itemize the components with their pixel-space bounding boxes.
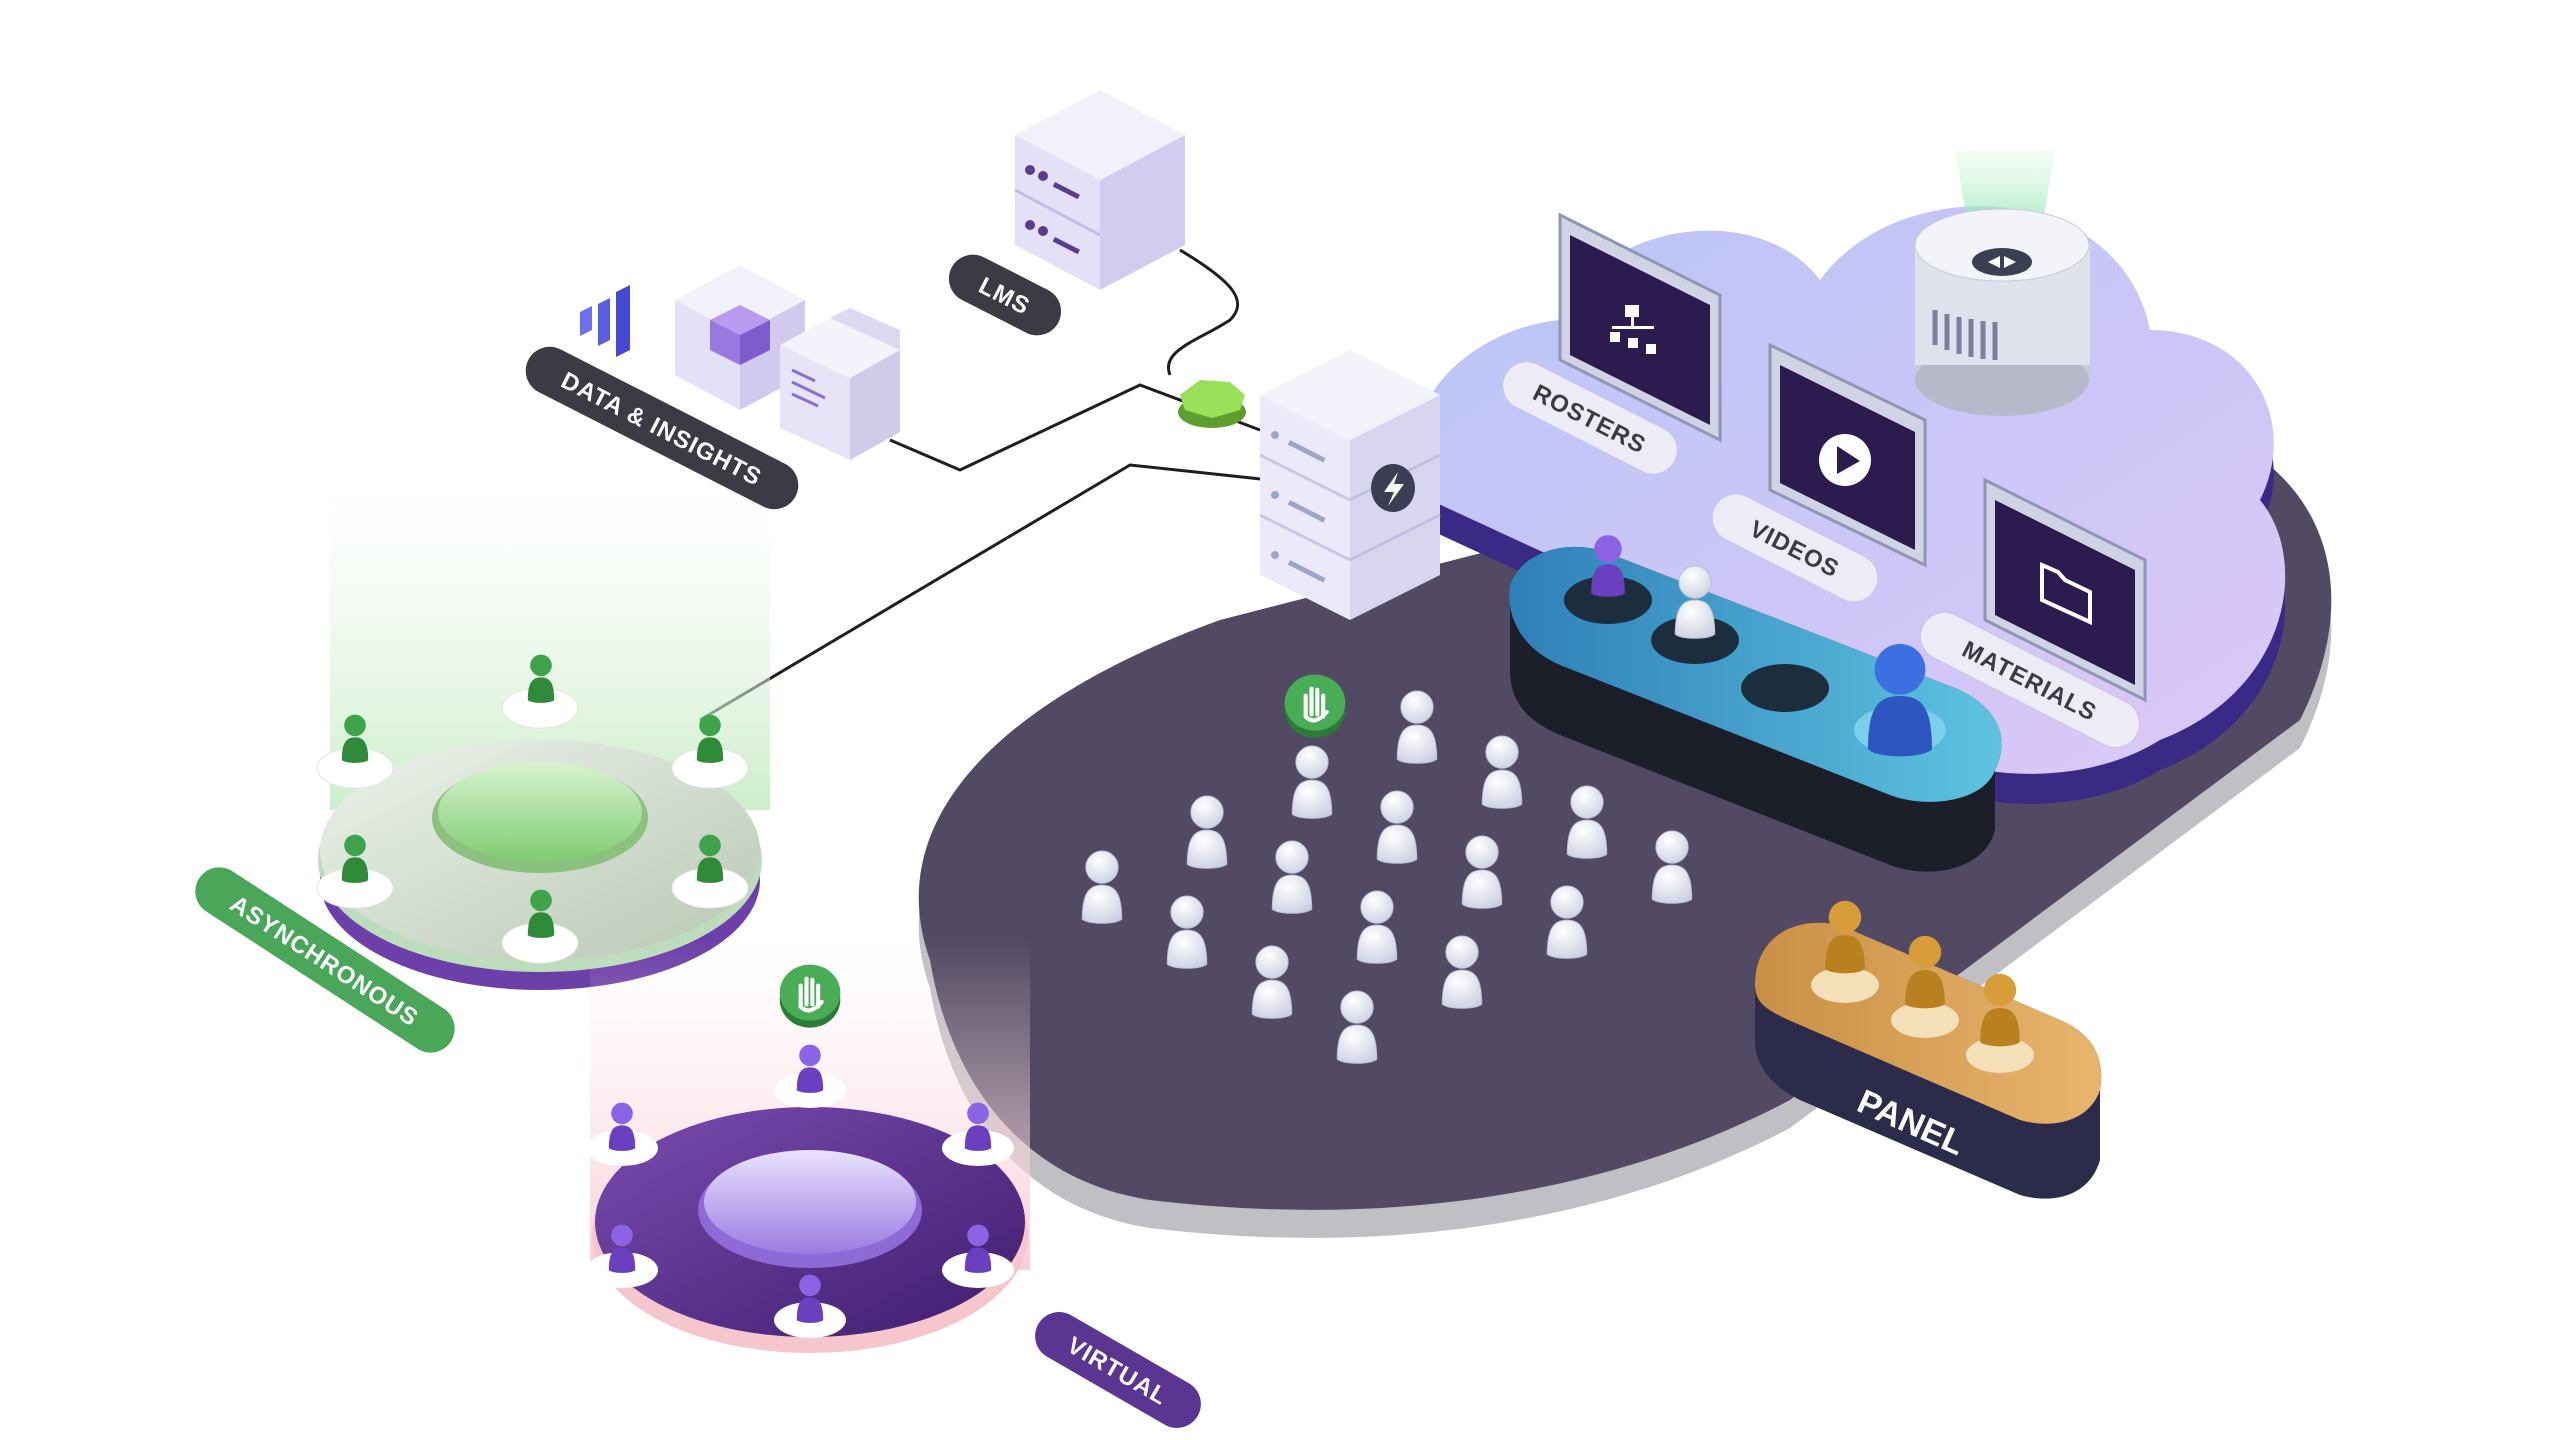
- monitor-materials: [1983, 477, 2147, 703]
- raised-hand-icon: [1285, 675, 1346, 738]
- folder-icon: [2040, 561, 2092, 626]
- stage: [1509, 535, 2002, 872]
- lightning-icon: [1371, 464, 1415, 512]
- projector-icon: [1914, 150, 2090, 416]
- main-server: [1259, 350, 1441, 620]
- virtual-label: VIRTUAL: [1035, 1312, 1201, 1428]
- server-icon: [1025, 165, 1080, 255]
- cube-icon: [675, 265, 805, 410]
- org-chart-icon: [1610, 305, 1656, 354]
- document-icon: [780, 308, 900, 460]
- asynchronous-group: [316, 480, 770, 990]
- raised-hand-icon: [780, 965, 841, 1028]
- panel-stand: PANEL: [1755, 900, 2102, 1199]
- shield-node-icon: [1178, 380, 1246, 428]
- lms-server: [1014, 90, 1185, 290]
- virtual-group: [586, 940, 1030, 1353]
- bar-chart-icon: [580, 285, 630, 357]
- data-insights-cluster: [580, 265, 900, 460]
- monitor-videos: [1768, 342, 1927, 568]
- monitor-rosters: [1558, 212, 1722, 443]
- play-icon: [1819, 434, 1871, 486]
